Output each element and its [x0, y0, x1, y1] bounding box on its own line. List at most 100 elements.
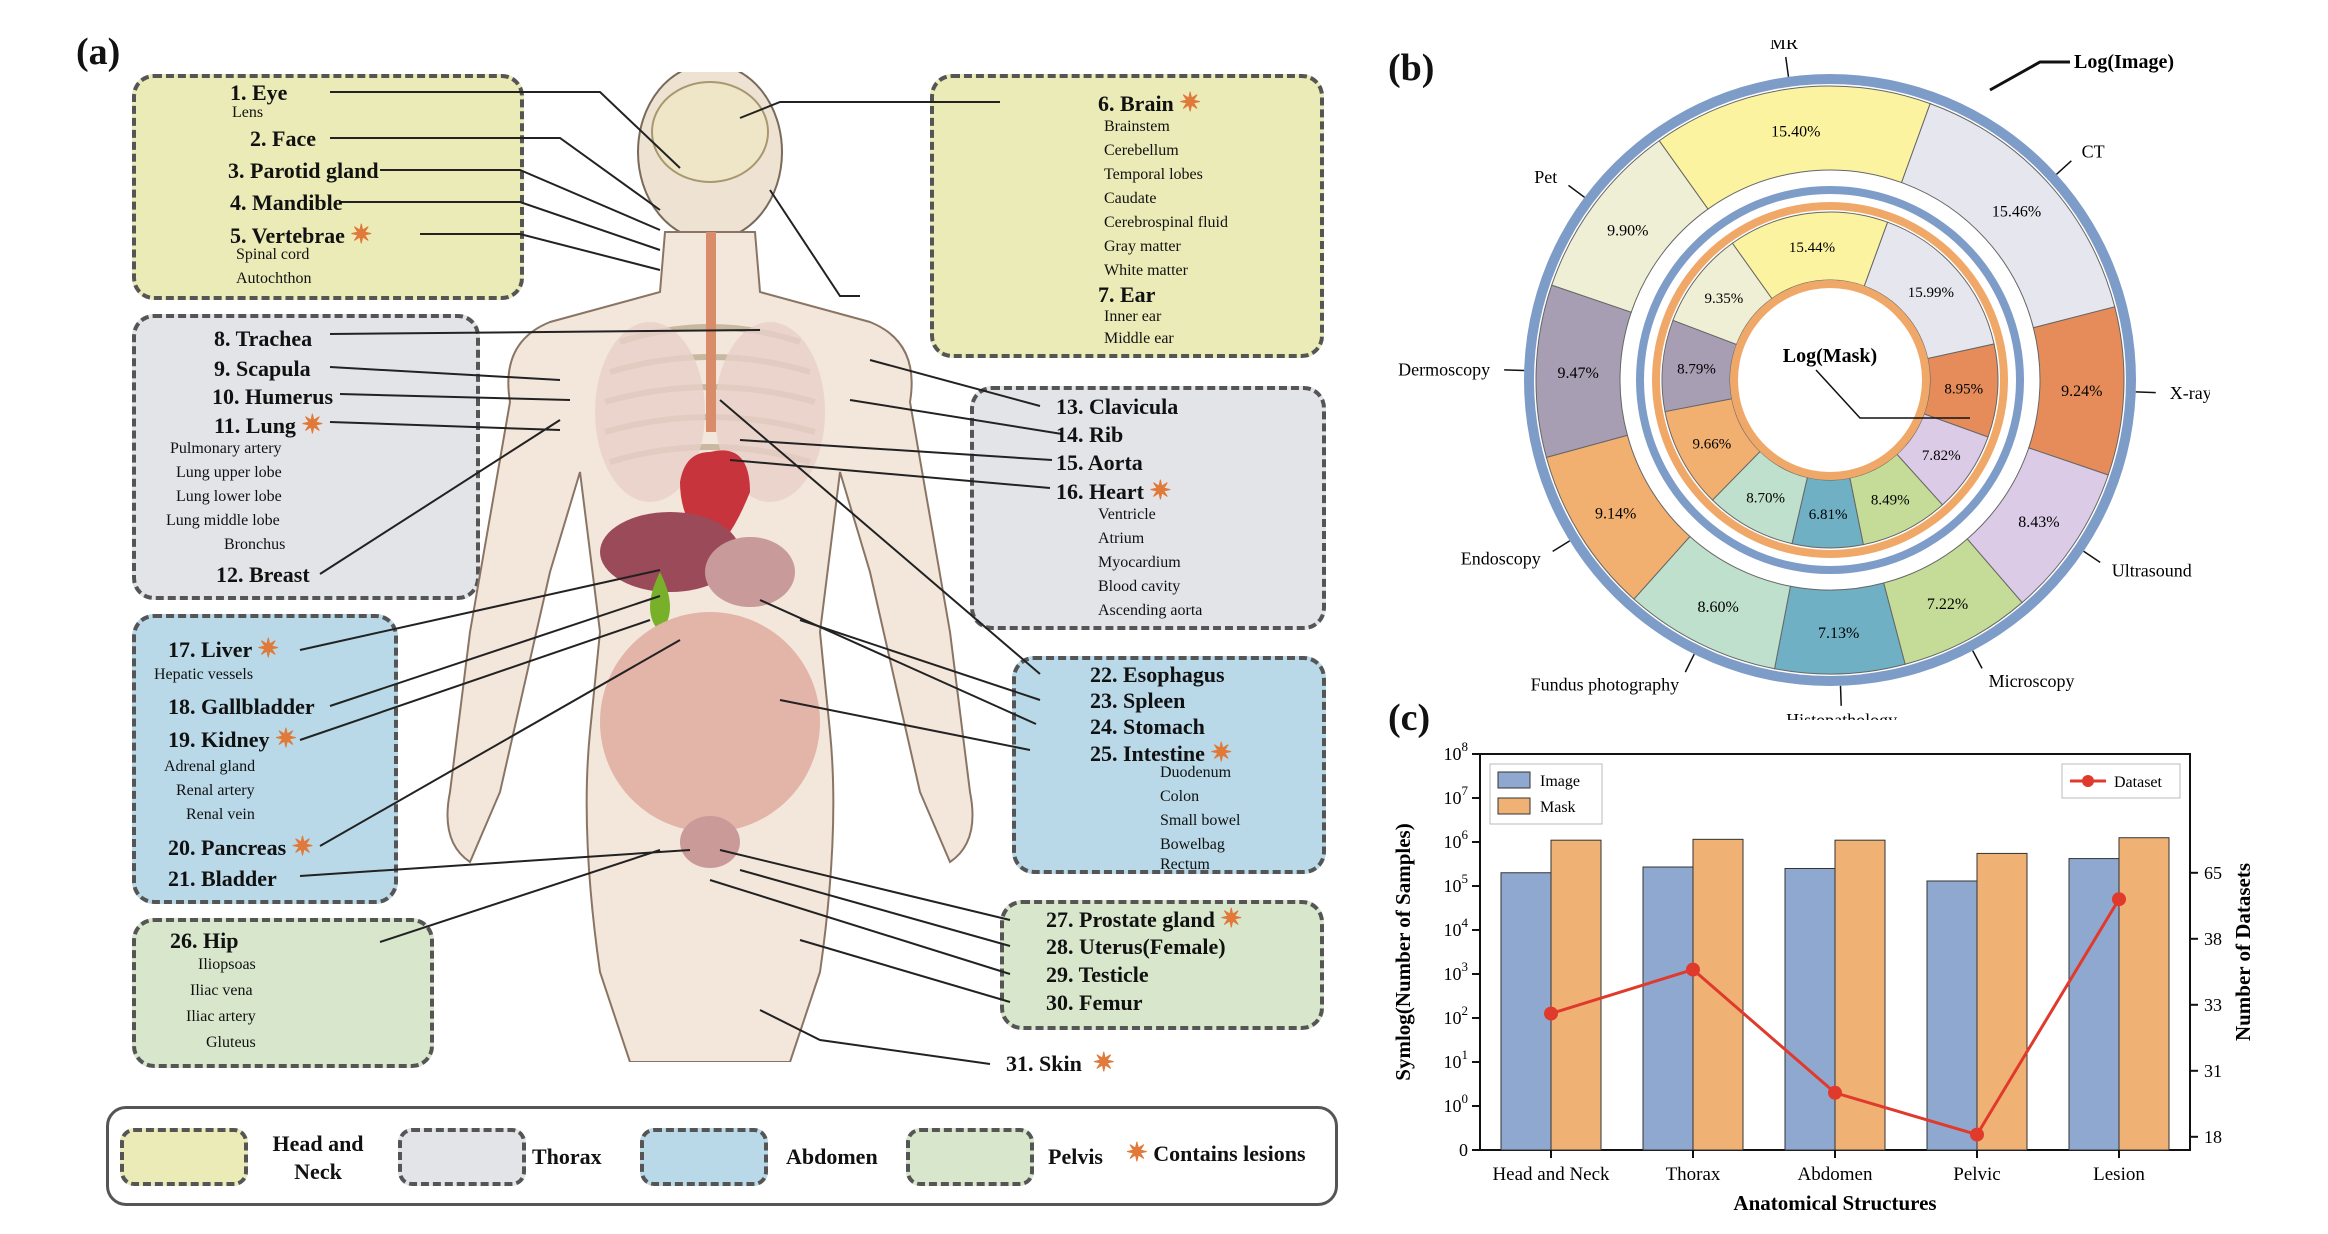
inner-value-label: 8.79%	[1677, 361, 1716, 377]
modality-name-label: Endoscopy	[1461, 549, 1541, 569]
item-liver: 17. Liver ✷	[168, 634, 280, 663]
y2-tick-label: 38	[2204, 929, 2222, 949]
outer-leader-line	[1568, 184, 1585, 198]
inner-value-label: 15.99%	[1908, 285, 1954, 301]
item-gallbladder: 18. Gallbladder	[168, 694, 315, 719]
legend-swatch-thorax	[398, 1128, 526, 1186]
item-bladder: 21. Bladder	[168, 866, 277, 891]
item-stomach: 24. Stomach	[1090, 714, 1205, 739]
body-illustration	[446, 72, 974, 1062]
box-thorax-right	[970, 386, 1326, 630]
x-tick-label: Pelvic	[1953, 1164, 2001, 1185]
x-tick-label: Head and Neck	[1492, 1164, 1610, 1185]
inner-value-label: 9.35%	[1705, 291, 1744, 307]
legend-label-head-neck: Head and Neck	[272, 1131, 364, 1184]
lesion-star-icon: ✷	[1210, 738, 1233, 767]
bar-mask	[1550, 839, 1602, 1151]
y-axis-title: Symlog(Number of Samples)	[1391, 823, 1415, 1080]
lesion-star-icon: ✷	[1220, 904, 1243, 933]
item-clavicula: 13. Clavicula	[1056, 394, 1179, 419]
outer-value-label: 8.60%	[1697, 599, 1738, 616]
dataset-point	[1828, 1085, 1842, 1100]
right-lung-shape	[715, 322, 825, 502]
box-head-neck-left	[132, 74, 524, 300]
outer-slice-9	[1551, 140, 1709, 313]
item-eye: 1. Eye	[230, 80, 288, 105]
bar-mask	[1834, 839, 1886, 1151]
inner-center-label: Log(Mask)	[1783, 345, 1877, 367]
outer-leader-line	[1684, 653, 1695, 673]
inner-value-label: 8.49%	[1871, 493, 1910, 509]
lesion-star-icon: ✷	[1179, 88, 1202, 117]
item-trachea: 8. Trachea	[214, 326, 313, 351]
sub-gluteus: Gluteus	[206, 1034, 256, 1051]
sub-iliac-artery: Iliac artery	[186, 1008, 256, 1025]
y2-tick-label: 31	[2204, 1061, 2222, 1081]
lesion-star-icon: ✷	[274, 724, 297, 753]
outer-label-leader	[1989, 60, 2070, 92]
item-brain: 6. Brain ✷	[1098, 88, 1202, 117]
sub-cerebellum: Cerebellum	[1104, 142, 1179, 159]
outer-leader-line	[1504, 369, 1525, 372]
outer-leader-line	[1552, 540, 1571, 553]
legend-label-abdomen: Abdomen	[786, 1144, 878, 1169]
item-uterus: 28. Uterus(Female)	[1046, 934, 1226, 959]
outer-leader-line	[1785, 56, 1790, 77]
dataset-point	[1544, 1006, 1558, 1021]
item-skin: 31. Skin ✷	[1006, 1048, 1115, 1077]
y-tick-label: 102	[1444, 1003, 1469, 1028]
item-lung: 11. Lung ✷	[214, 410, 324, 439]
outer-value-label: 7.22%	[1927, 596, 1968, 613]
item-vertebrae: 5. Vertebrae ✷	[230, 220, 373, 249]
sub-middle-ear: Middle ear	[1104, 330, 1174, 347]
leader-lines	[299, 91, 1063, 1065]
sub-iliopsoas: Iliopsoas	[198, 956, 256, 973]
y2-tick-label: 65	[2204, 863, 2222, 883]
panel-label-c: (c)	[1388, 697, 1431, 739]
legend-swatch	[1497, 797, 1531, 815]
y-tick-label: 105	[1444, 871, 1469, 896]
bar-image	[1926, 880, 1978, 1151]
box-pelvis-left	[132, 918, 434, 1068]
sub-lung-upper-lobe: Lung upper lobe	[176, 464, 282, 481]
legend-swatch-pelvis	[906, 1128, 1034, 1186]
box-abdomen-left	[132, 614, 398, 904]
outer-leader-line	[2083, 550, 2101, 564]
legend-label: Mask	[1540, 799, 1576, 816]
modality-name-label: Ultrasound	[2112, 560, 2192, 580]
legend-label-thorax: Thorax	[532, 1144, 602, 1169]
y-tick-label: 108	[1444, 739, 1469, 764]
outer-value-label: 9.90%	[1607, 223, 1648, 240]
lesion-star-icon: ✷	[1149, 476, 1172, 505]
modality-name-label: CT	[2082, 141, 2105, 161]
outer-value-label: 8.43%	[2018, 514, 2059, 531]
sub-lung-middle-lobe: Lung middle lobe	[166, 512, 280, 529]
item-breast: 12. Breast	[216, 562, 310, 587]
bar-image	[1784, 867, 1836, 1151]
outer-value-label: 7.13%	[1818, 625, 1859, 642]
legend-swatch-head-neck	[120, 1128, 248, 1186]
item-heart: 16. Heart ✷	[1056, 476, 1172, 505]
item-scapula: 9. Scapula	[214, 356, 311, 381]
modality-name-label: Dermoscopy	[1398, 359, 1490, 379]
y2-tick-label: 33	[2204, 995, 2222, 1015]
item-parotid-gland: 3. Parotid gland	[228, 158, 379, 183]
panel-label-a: (a)	[76, 31, 121, 73]
trachea-shape	[706, 232, 716, 432]
panel-label-b: (b)	[1388, 47, 1435, 89]
modality-name-label: MR	[1770, 40, 1798, 53]
sub-brainstem: Brainstem	[1104, 118, 1170, 135]
y-tick-label: 0	[1459, 1140, 1468, 1160]
sub-colon: Colon	[1160, 788, 1200, 805]
sub-white-matter: White matter	[1104, 262, 1188, 279]
sub-lens: Lens	[232, 104, 264, 121]
item-face: 2. Face	[250, 126, 316, 151]
sub-ventricle: Ventricle	[1098, 506, 1156, 523]
legend-swatch	[1497, 771, 1531, 789]
inner-value-label: 7.82%	[1922, 448, 1961, 464]
dataset-point	[1970, 1127, 1984, 1142]
outer-ring-label: Log(Image)	[2074, 51, 2174, 73]
item-prostate-gland: 27. Prostate gland ✷	[1046, 904, 1243, 933]
x-axis-title: Anatomical Structures	[1733, 1191, 1936, 1215]
x-tick-label: Abdomen	[1798, 1164, 1873, 1185]
